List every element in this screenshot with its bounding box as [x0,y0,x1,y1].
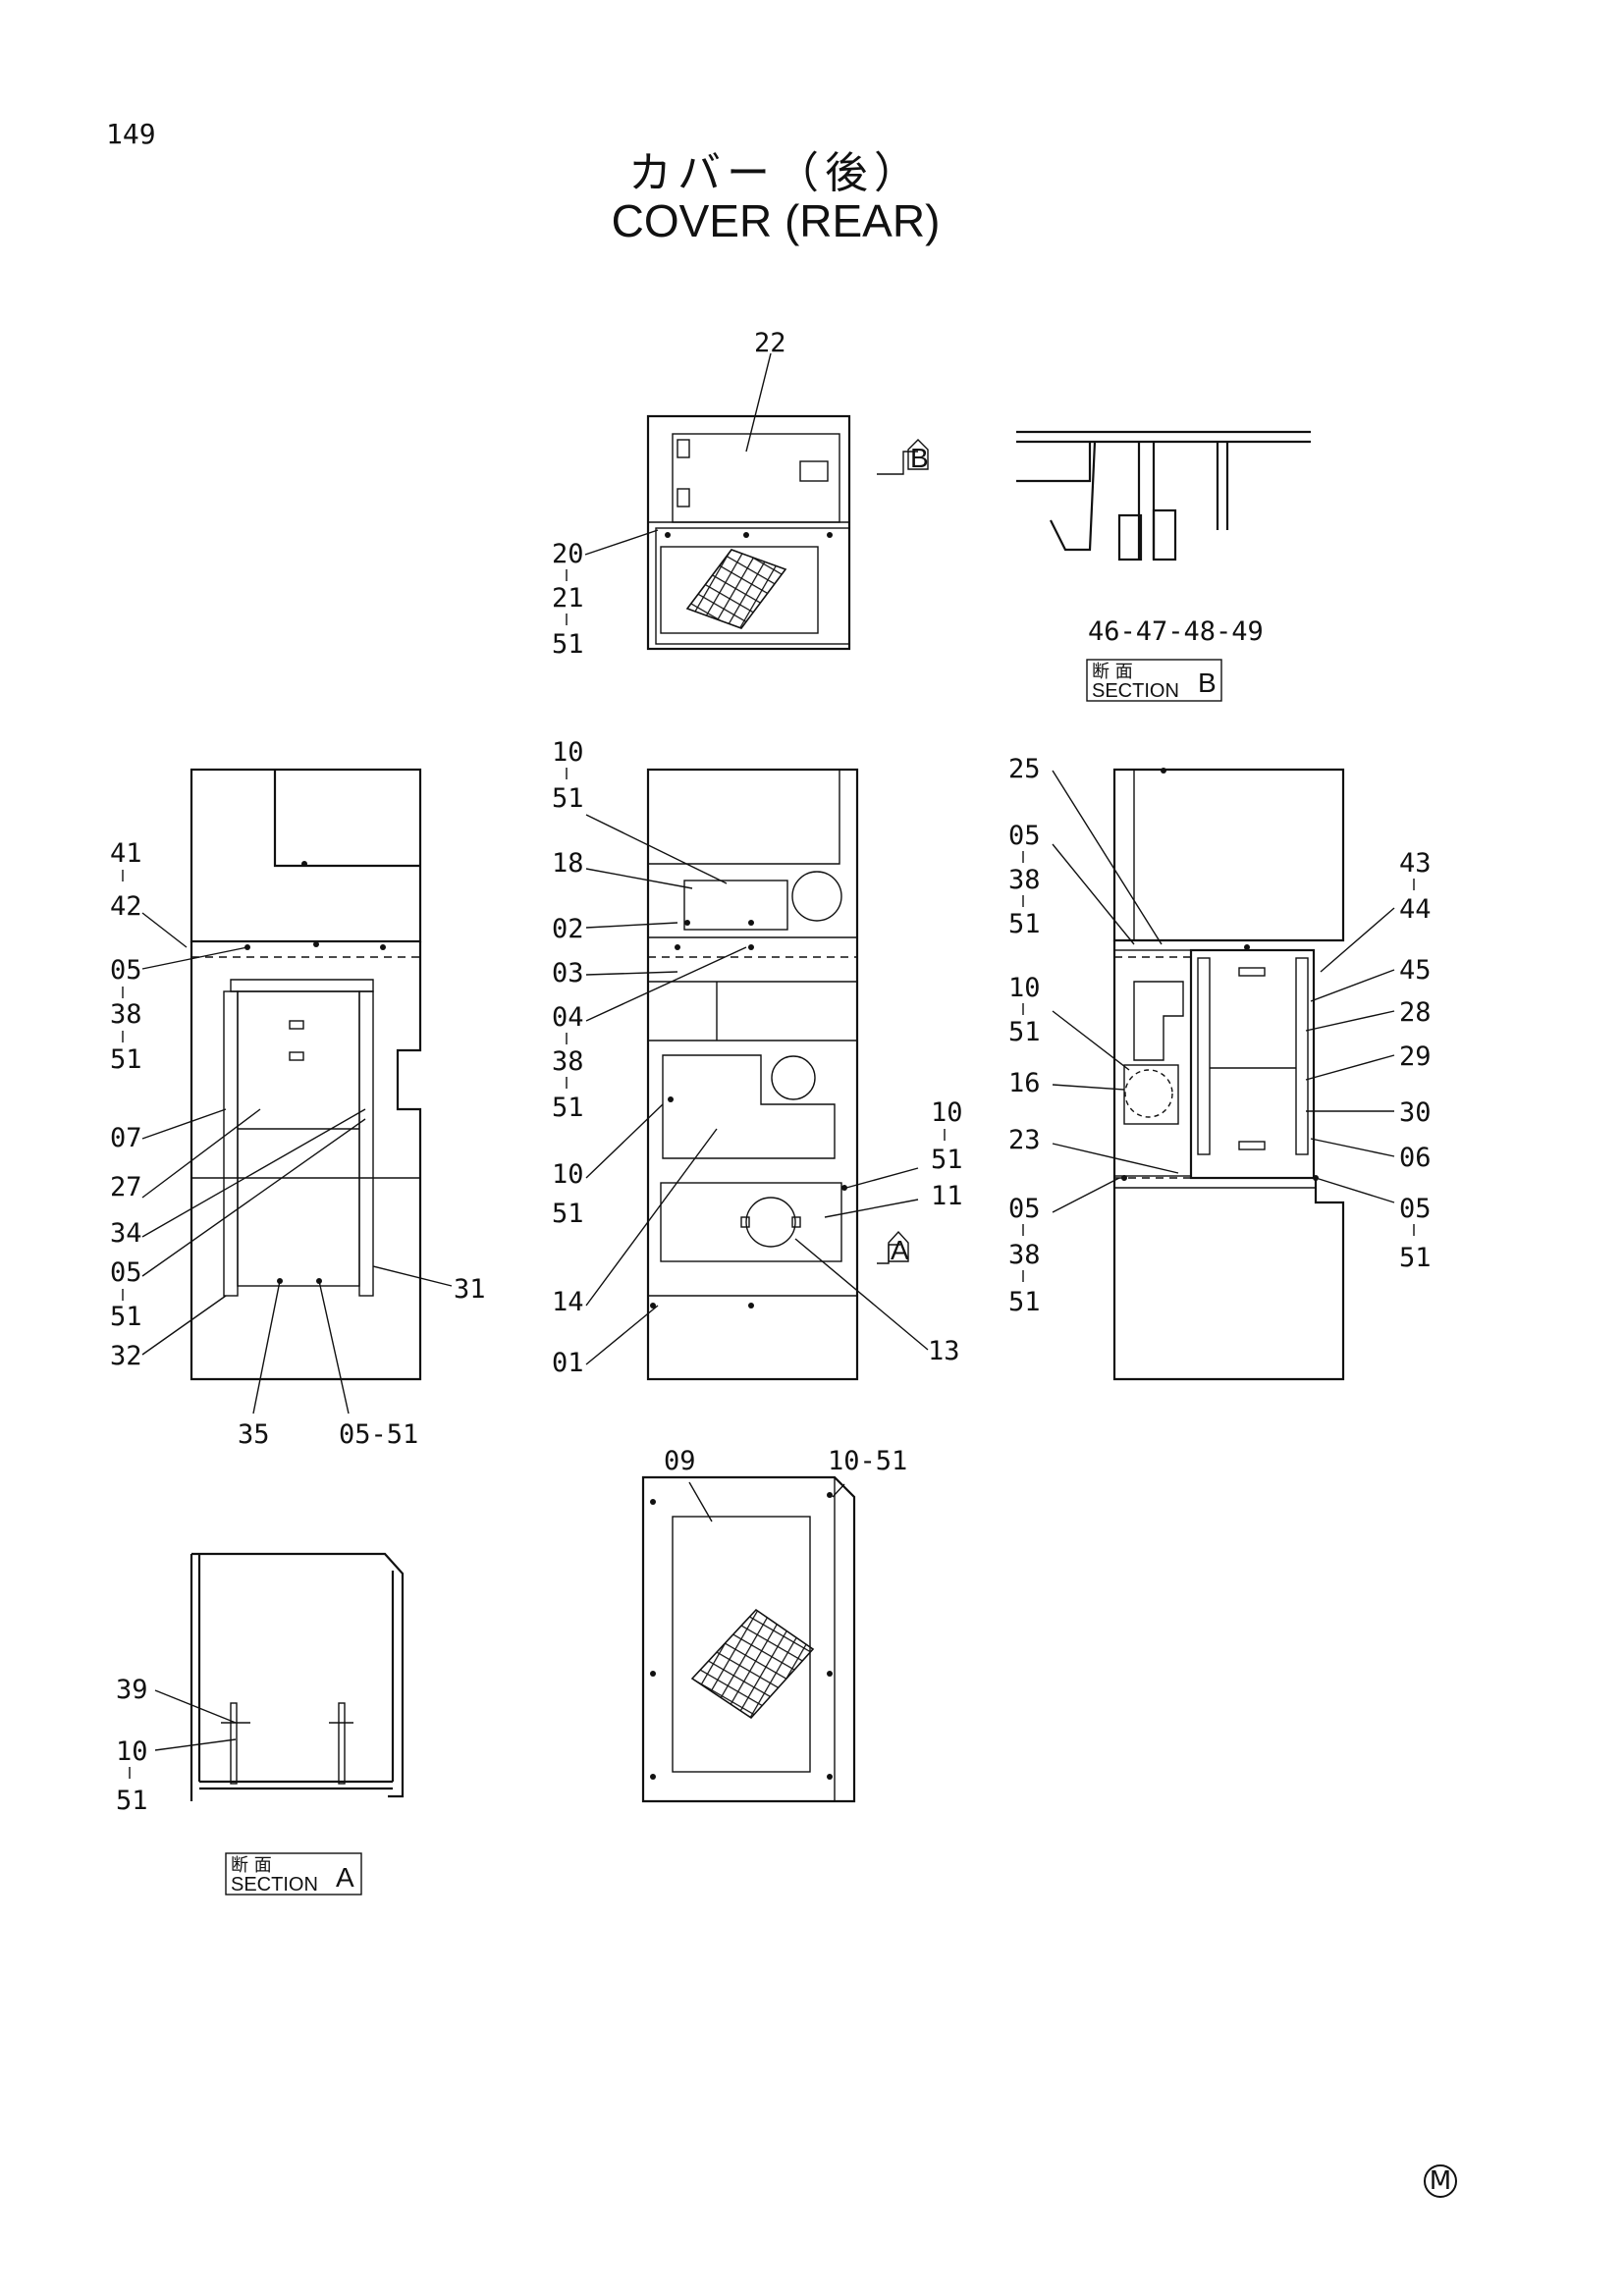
label-39: 39 [116,1675,148,1705]
label-21: 21 [552,583,584,614]
label-44: 44 [1399,894,1432,925]
label-05-r-3: 05 [1399,1194,1432,1224]
label-43: 43 [1399,848,1432,879]
label-51-r-2: 51 [1008,1017,1041,1047]
label-23: 23 [1008,1125,1041,1155]
label-51-c-3: 51 [552,1199,584,1229]
mesh-screen-2 [690,1608,815,1720]
label-27: 27 [110,1172,142,1202]
right-side-view [1052,768,1395,1381]
label-51-a: 51 [116,1786,148,1816]
label-10-51-b: 10-51 [828,1446,907,1476]
label-32: 32 [110,1341,142,1371]
section-a-jp: 断 面 [231,1855,272,1876]
page-number: 149 [106,118,156,150]
label-35: 35 [238,1419,270,1450]
label-51-left: 51 [110,1044,142,1075]
label-10-c-3: 10 [931,1097,963,1128]
label-51-r-4: 51 [1399,1243,1432,1273]
label-51-c: 51 [552,783,584,814]
label-05-left: 05 [110,955,142,986]
view-marker-b: B [910,443,929,473]
label-38-left: 38 [110,999,142,1030]
section-a-en: SECTION [231,1874,318,1896]
label-10-a: 10 [116,1736,148,1767]
label-05-51-left: 05-51 [339,1419,418,1450]
label-30: 30 [1399,1097,1432,1128]
label-38-r: 38 [1008,865,1041,895]
label-51-r-3: 51 [1008,1287,1041,1317]
label-13: 13 [928,1336,960,1366]
label-03: 03 [552,958,584,988]
label-51-r: 51 [1008,909,1041,939]
label-14: 14 [552,1287,584,1317]
label-42: 42 [110,891,142,922]
label-10-c: 10 [552,737,584,768]
label-38-c: 38 [552,1046,584,1077]
title-english: COVER (REAR) [611,195,941,246]
top-cover-view: B [584,352,929,651]
label-51-c-4: 51 [931,1145,963,1175]
center-front-view: A [585,768,929,1381]
label-38-r-2: 38 [1008,1240,1041,1270]
section-b-en: SECTION [1092,680,1179,702]
mesh-screen [685,549,787,629]
label-07: 07 [110,1123,142,1153]
label-05-r: 05 [1008,821,1041,851]
label-41: 41 [110,838,142,869]
label-11: 11 [931,1181,963,1211]
section-b-detail: 46-47-48-49 断 面 SECTION B [1016,430,1311,702]
view-marker-a: A [891,1235,909,1265]
label-51-c-2: 51 [552,1093,584,1123]
label-51-top: 51 [552,629,584,660]
label-10-r: 10 [1008,973,1041,1003]
label-04: 04 [552,1002,584,1033]
label-34: 34 [110,1218,142,1249]
section-a-letter: A [336,1862,354,1893]
section-b-jp: 断 面 [1092,662,1133,682]
label-09: 09 [664,1446,696,1476]
label-25: 25 [1008,754,1041,784]
left-side-view [141,768,453,1415]
label-16: 16 [1008,1068,1041,1098]
label-31: 31 [454,1274,486,1305]
label-45: 45 [1399,955,1432,986]
label-10-c-2: 10 [552,1159,584,1190]
label-46-49: 46-47-48-49 [1088,616,1264,647]
label-06: 06 [1399,1143,1432,1173]
section-a-detail: 断 面 SECTION A [154,1552,405,1896]
label-29: 29 [1399,1041,1432,1072]
label-20: 20 [552,539,584,569]
label-05-left-2: 05 [110,1257,142,1288]
bottom-mesh-panel [641,1475,856,1803]
section-a-box [225,1852,362,1896]
label-05-r-2: 05 [1008,1194,1041,1224]
title-japanese: カバー（後） [628,148,923,198]
section-b-box [1086,659,1222,702]
label-18: 18 [552,848,584,879]
label-22: 22 [754,328,786,358]
label-01: 01 [552,1348,584,1378]
section-b-letter: B [1198,667,1217,698]
label-51-left-2: 51 [110,1302,142,1332]
label-02: 02 [552,914,584,944]
corner-mark: M [1424,2164,1457,2198]
label-28: 28 [1399,997,1432,1028]
